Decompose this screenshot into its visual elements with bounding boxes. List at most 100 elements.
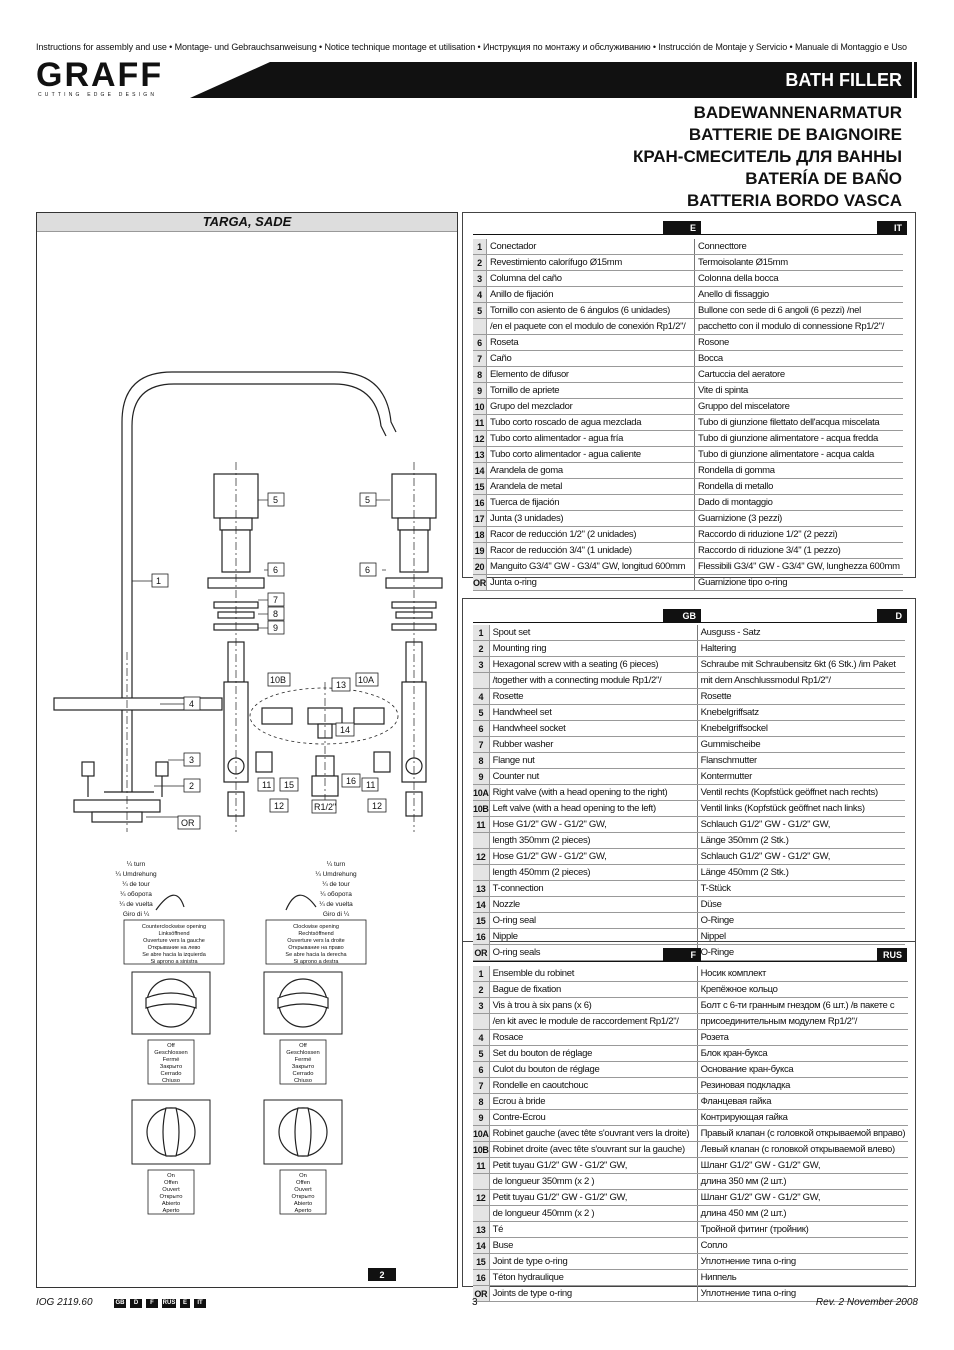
label-or: OR	[181, 818, 195, 828]
part-name-right: длина 350 мм (2 шт.)	[697, 1173, 909, 1190]
on-right-1: Offen	[296, 1180, 310, 1186]
part-name-left: Racor de reducción 3/4" (1 unidade)	[486, 542, 695, 559]
off-left-0: Off	[167, 1043, 175, 1049]
part-name-left: Rosace	[489, 1029, 698, 1046]
part-name-left: Spout set	[489, 625, 698, 641]
part-number: 14	[473, 462, 487, 479]
part-number: 5	[473, 704, 490, 721]
label-3: 3	[189, 755, 194, 765]
part-name-right: длина 450 мм (2 шт.)	[697, 1205, 909, 1222]
part-name-left: Manguito G3/4" GW - G3/4" GW, longitud 6…	[486, 558, 695, 575]
lang-header-gb: GB	[663, 609, 701, 623]
part-name-right: Guarnizione (3 pezzi)	[694, 510, 903, 527]
part-name-right: Тройной фитинг (тройник)	[697, 1221, 909, 1238]
page-badge: 2	[379, 1270, 384, 1280]
part-name-right: Dado di montaggio	[694, 494, 903, 511]
footer-lang-e: E	[180, 1299, 190, 1308]
title-es: BATERÍA DE BAÑO	[745, 169, 902, 188]
part-name-left: Grupo del mezclador	[486, 398, 695, 415]
part-number: 7	[473, 350, 487, 367]
title-it: BATTERIA BORDO VASCA	[686, 191, 902, 210]
part-name-left: Rondelle en caoutchouc	[489, 1077, 698, 1094]
part-name-left: T-connection	[489, 880, 698, 897]
part-name-left: Buse	[489, 1237, 698, 1254]
off-right-2: Fermé	[295, 1057, 312, 1063]
cw-2: Ouverture vers la droite	[287, 938, 344, 944]
part-number: 15	[473, 912, 490, 929]
graff-logo: GRAFF CUTTING EDGE DESIGN	[36, 56, 236, 101]
turn-left-2: ¼ de tour	[122, 881, 150, 888]
part-name-left: O-ring seal	[489, 912, 698, 929]
part-name-left: Junta (3 unidades)	[486, 510, 695, 527]
part-name-right: Уплотнение типа o-ring	[697, 1253, 909, 1270]
part-name-right: Резиновая подкладка	[697, 1077, 909, 1094]
part-number: 20	[473, 558, 487, 575]
off-right-3: Закрыто	[292, 1064, 314, 1070]
part-name-right: Bocca	[694, 350, 903, 367]
part-number: 6	[473, 1061, 490, 1078]
part-number: 4	[473, 688, 490, 705]
turn-left-5: Giro di ¼	[123, 911, 150, 918]
off-left-3: Закрыто	[160, 1064, 182, 1070]
part-name-left: Tornillo con asiento de 6 ángulos (6 uni…	[486, 302, 695, 319]
part-name-right: Основание кран-букса	[697, 1061, 909, 1078]
on-right-2: Ouvert	[294, 1187, 312, 1193]
part-name-right: Rondella di gomma	[694, 462, 903, 479]
on-left-3: Открыто	[160, 1194, 183, 1200]
part-name-right: Болт с 6-ти гранным гнездом (6 шт.) /в п…	[697, 997, 909, 1014]
diagram-title: TARGA, SADE	[37, 213, 457, 232]
part-name-right: Flessibili G3/4" GW - G3/4" GW, lunghezz…	[694, 558, 903, 575]
part-number: 9	[473, 768, 490, 785]
part-number: 4	[473, 1029, 490, 1046]
part-number: 15	[473, 1253, 490, 1270]
page-number: 3	[472, 1297, 478, 1308]
part-name-right: Ниппель	[697, 1269, 909, 1286]
part-name-right: Блок кран-букса	[697, 1045, 909, 1062]
part-name-right: Tubo di giunzione alimentatore - acqua c…	[694, 446, 903, 463]
footer-lang-d: D	[130, 1299, 142, 1308]
table-row: de longueur 350mm (x 2 )длина 350 мм (2 …	[473, 1173, 909, 1190]
label-1: 1	[156, 576, 161, 586]
table-row: length 350mm (2 pieces)Länge 350mm (2 St…	[473, 832, 905, 849]
ccw-1: Linksöffnend	[158, 931, 189, 937]
cw-3: Открывание на право	[288, 945, 343, 951]
part-name-left: Ensemble du robinet	[489, 966, 698, 982]
part-number: 16	[473, 928, 490, 945]
part-name-left: Contre-Ecrou	[489, 1109, 698, 1126]
part-number: 13	[473, 880, 490, 897]
part-name-left: Rosette	[489, 688, 698, 705]
ccw-5: Si aprono a sinistra	[150, 959, 198, 965]
part-name-left: length 450mm (2 pieces)	[489, 864, 698, 881]
part-number: 7	[473, 736, 490, 753]
on-left-5: Aperto	[162, 1208, 179, 1214]
label-7: 7	[273, 595, 278, 605]
part-number: 1	[473, 625, 490, 641]
part-name-right: Raccordo di riduzione 1/2" (2 pezzi)	[694, 526, 903, 543]
on-left-1: Offen	[164, 1180, 178, 1186]
part-name-right: Nippel	[697, 928, 905, 945]
part-name-right: Flanschmutter	[697, 752, 905, 769]
part-name-right: Шланг G1/2" GW - G1/2" GW,	[697, 1189, 909, 1206]
turn-left-1: ¼ Umdrehung	[115, 871, 157, 878]
part-name-right: Rondella di metallo	[694, 478, 903, 495]
